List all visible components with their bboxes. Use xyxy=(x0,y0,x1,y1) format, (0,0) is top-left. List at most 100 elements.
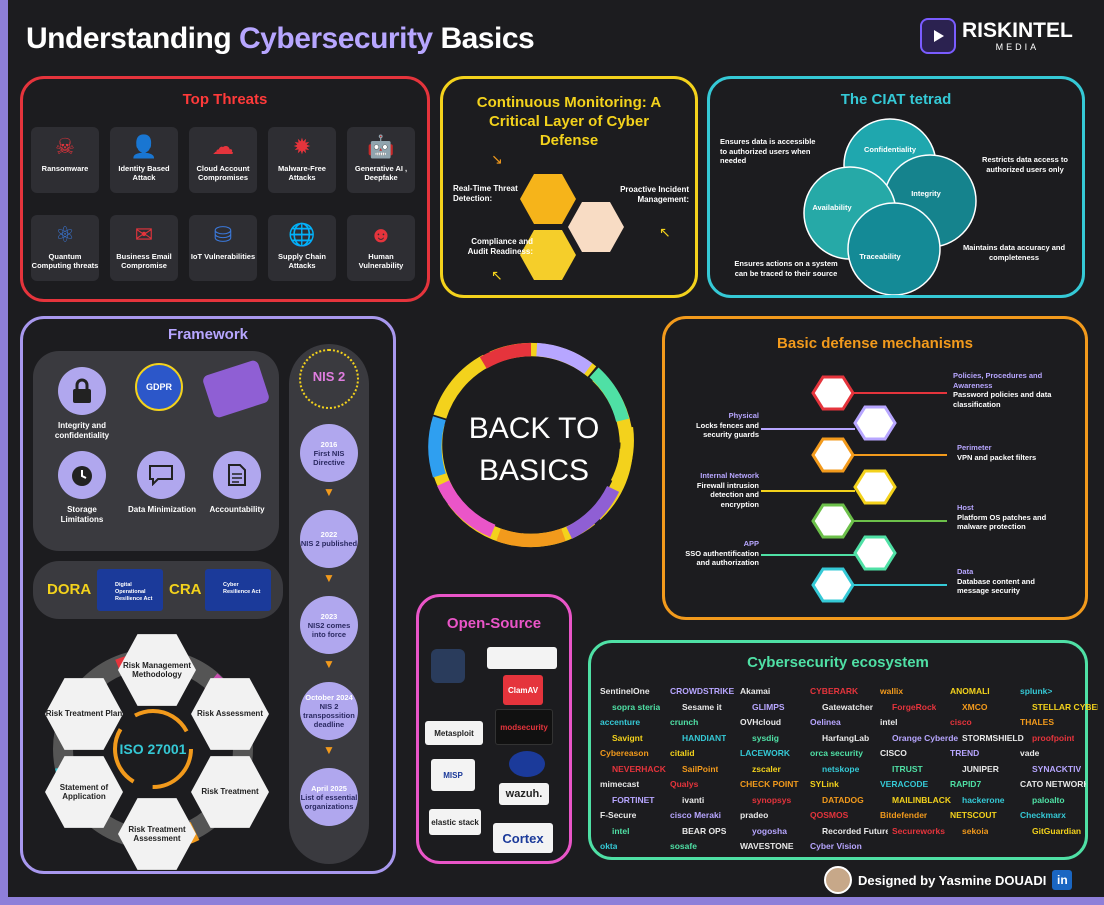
brand-sub: MEDIA xyxy=(995,41,1040,52)
circle-traceability xyxy=(847,202,941,295)
threat-icon: ⚛ xyxy=(55,222,75,247)
honeycomb-diagram xyxy=(520,174,624,280)
tool-cortex: Cortex xyxy=(493,823,553,853)
iso-node-soa: Statement of Application xyxy=(45,756,123,828)
down-arrow-icon: ▼ xyxy=(323,657,335,671)
hex-compliance xyxy=(520,230,576,280)
tool-modsecurity: modsecurity xyxy=(495,709,553,745)
principle-minimization: Data Minimization xyxy=(127,505,196,514)
play-shield-icon xyxy=(920,18,956,54)
tool-clamav: ClamAV xyxy=(503,675,543,705)
vendor-logo: Qualys xyxy=(670,779,699,789)
credit: Designed by Yasmine DOUADI in xyxy=(824,866,1073,894)
threat-label: IoT Vulnerabilities xyxy=(190,252,256,261)
tool-wazuh: wazuh. xyxy=(499,783,549,805)
threat-card: ☠Ransomware xyxy=(31,127,99,193)
ciat-note-confidentiality: Restricts data access to authorized user… xyxy=(982,155,1068,174)
vendor-logo: DATADOG xyxy=(822,794,864,805)
vendor-logo: synopsys xyxy=(752,794,792,805)
chat-bubble-icon xyxy=(137,451,185,499)
linkedin-icon[interactable]: in xyxy=(1052,870,1073,890)
tool-misp: MISP xyxy=(431,759,475,791)
iso-title: ISO 27001 xyxy=(119,741,187,757)
layer-policies xyxy=(811,375,855,411)
vendor-logo: THALES xyxy=(1020,717,1054,727)
vendor-logo: okta xyxy=(600,841,618,851)
threat-label: Malware-Free Attacks xyxy=(278,164,326,182)
vendor-logo: citalid xyxy=(670,748,695,758)
cra-card: Cyber Resilience Act xyxy=(205,569,271,611)
nis2-step-text: NIS 2 transpossition deadline xyxy=(303,702,355,729)
nis2-step-text: NIS 2 published xyxy=(300,539,358,548)
vendor-logo: SentinelOne xyxy=(600,686,650,696)
nis2-title: NIS 2 xyxy=(312,369,346,384)
threat-card: ⛁ IoT Vulnerabilities xyxy=(189,215,257,281)
ring-segments xyxy=(428,342,634,548)
vendor-logo: intel xyxy=(612,825,630,836)
vendor-logo: proofpoint xyxy=(1032,732,1075,743)
threat-card: 🤖Generative AI , Deepfake xyxy=(347,127,415,193)
ciat-label-confidentiality: Confidentiality xyxy=(863,145,917,154)
monitoring-panel: Continuous Monitoring: A Critical Layer … xyxy=(440,76,698,298)
vendor-logo: WAVESTONE xyxy=(740,841,794,851)
vendor-logo: CYBERARK xyxy=(810,686,859,696)
top-threats-panel: Top Threats xyxy=(20,76,430,302)
vendor-logo: CISCO xyxy=(880,748,907,758)
vendor-logo: SYLink xyxy=(810,779,839,789)
threat-card: ⚛ Quantum Computing threats xyxy=(31,215,99,281)
vendor-logo: SYNACKTIV xyxy=(1032,763,1082,774)
vendor-logo: Cyber Vision xyxy=(810,841,862,851)
vendor-logo: Gatewatcher xyxy=(822,701,874,712)
vendor-logo: Akamai xyxy=(740,686,771,696)
vendor-logo: STORMSHIELD xyxy=(962,732,1024,743)
threat-label: Identity Based Attack xyxy=(118,164,170,182)
cra-label: CRA xyxy=(169,581,202,598)
principle-integrity: Integrity and confidentiality xyxy=(54,421,110,440)
threat-icon: ☻ xyxy=(369,222,393,247)
vendor-logo: CATO NETWORKS xyxy=(1020,779,1086,789)
nis2-step-year: October 2024 xyxy=(305,693,353,702)
threat-icon: 👤 xyxy=(130,134,158,159)
vendor-logo: hackerone xyxy=(962,794,1005,805)
layer-data xyxy=(811,567,855,603)
framework-panel: Framework Integrity and confidentiality … xyxy=(20,316,396,874)
iso-node-treatment-assessment: Risk Treatment Assessment xyxy=(118,798,196,870)
layer-physical xyxy=(853,405,897,441)
vendor-logo: LACEWORK xyxy=(740,748,791,758)
vendor-logo: sosafe xyxy=(670,841,697,851)
threat-label: Supply Chain Attacks xyxy=(278,252,326,270)
nis2-step-year: 2016 xyxy=(320,439,338,449)
vendor-logo: netskope xyxy=(822,763,860,774)
threat-icon: ☁ xyxy=(212,134,234,159)
dora-label: DORA xyxy=(47,581,92,598)
opensource-panel: Open-Source Metasploit MISP elastic stac… xyxy=(416,594,572,864)
arrow-icon: ↖ xyxy=(659,224,671,240)
threat-label: Cloud Account Compromises xyxy=(196,164,250,182)
iso-node-treatment: Risk Treatment xyxy=(191,756,269,828)
vendor-logo: cisco xyxy=(950,717,972,727)
threat-icon: 🌐 xyxy=(288,222,316,247)
ciat-label-availability: Availability xyxy=(812,203,852,212)
vendor-logo: wallix xyxy=(880,686,904,696)
opensource-title: Open-Source xyxy=(446,615,542,632)
ecosystem-title: Cybersecurity ecosystem xyxy=(747,654,929,671)
threat-label: Generative AI , Deepfake xyxy=(354,164,408,182)
vendor-logo: F-Secure xyxy=(600,810,637,820)
vendor-logo: ITRUST xyxy=(892,763,923,774)
vendor-logo: NEVERHACK xyxy=(612,763,666,774)
vendor-logo: orca security xyxy=(810,748,863,758)
threat-icon: ⛁ xyxy=(213,222,233,247)
vendor-logo: paloalto xyxy=(1032,794,1065,805)
threat-label: Quantum Computing threats xyxy=(31,252,99,270)
monitor-item-incident: Proactive Incident Management: xyxy=(620,185,689,204)
ciat-panel: The CIAT tetrad Confidentiality Integrit… xyxy=(707,76,1085,298)
defense-layers-diagram xyxy=(761,375,947,603)
vendor-logo: TREND xyxy=(950,748,980,758)
vendor-logo: zscaler xyxy=(752,763,781,774)
nis2-step-text: NIS2 comes into force xyxy=(307,620,351,639)
dora-card: Digital Operational Resilience Act xyxy=(97,569,163,611)
